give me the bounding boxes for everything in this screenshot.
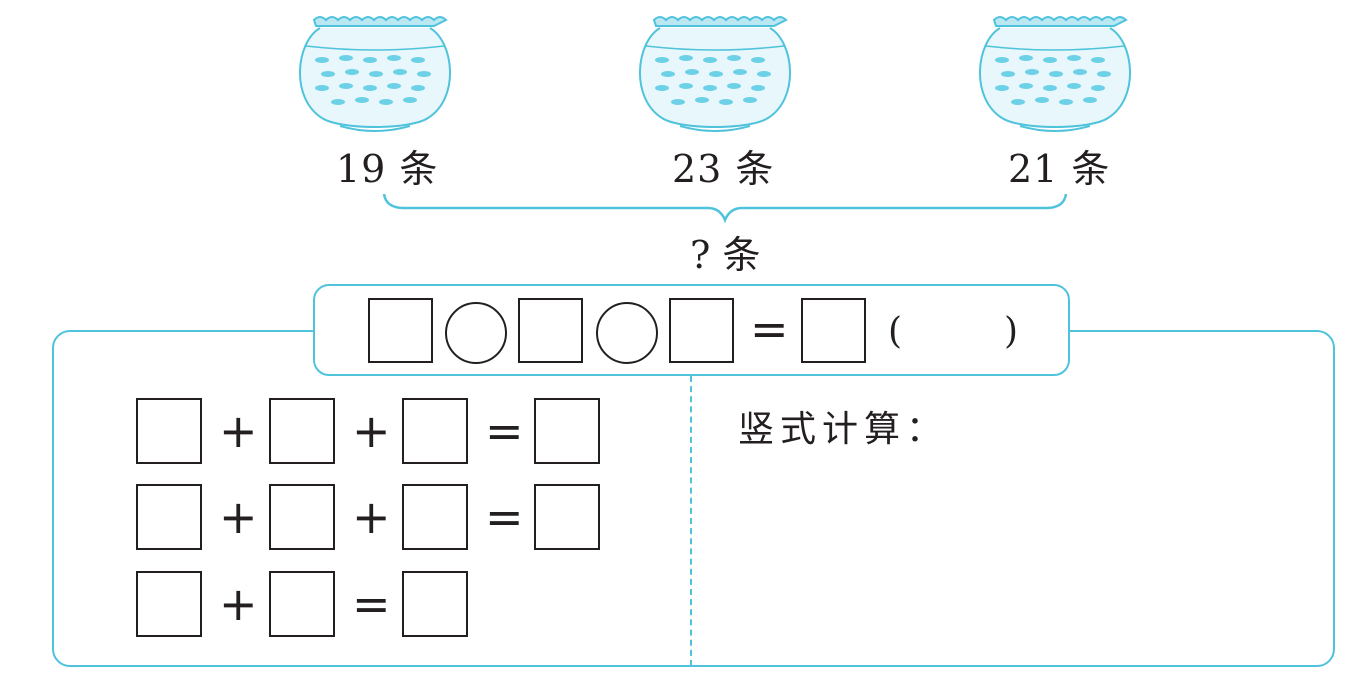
row1-op-1: + [219,404,258,458]
equation-blank-2[interactable] [518,298,583,363]
row2-blank-3[interactable] [402,484,468,550]
sum-brace [380,188,1070,228]
row3-blank-2[interactable] [269,571,335,637]
unit-paren-close: ) [1004,311,1019,352]
fish-bowl-icon [979,16,1131,132]
fish-bowl-2 [632,12,798,134]
row3-result-blank[interactable] [402,571,468,637]
operator-circle-2[interactable] [596,302,658,364]
row1-blank-2[interactable] [269,398,335,464]
vertical-calc-label: 竖式计算： [738,409,949,450]
row2-blank-1[interactable] [136,484,202,550]
row1-result-blank[interactable] [534,398,600,464]
total-question-label: ? 条 [690,233,761,277]
row2-op-2: + [352,490,391,544]
row1-op-2: + [352,404,391,458]
row3-op-1: + [219,577,258,631]
equals-sign: = [750,302,789,356]
row2-result-blank[interactable] [534,484,600,550]
row3-blank-1[interactable] [136,571,202,637]
unit-answer-space[interactable] [912,306,1000,356]
equation-result-blank[interactable] [801,298,866,363]
operator-circle-1[interactable] [445,302,507,364]
bowl-1-count: 19 条 [336,147,439,191]
row2-op-1: + [219,490,258,544]
fish-bowl-1 [292,12,458,134]
bowl-2-count: 23 条 [672,147,775,191]
panel-divider [690,376,692,666]
row3-op-2: = [352,577,391,631]
equation-blank-3[interactable] [669,298,734,363]
vertical-calc-area[interactable] [700,450,1320,655]
row2-blank-2[interactable] [269,484,335,550]
row1-op-3: = [485,404,524,458]
brace-icon [382,193,1068,224]
fish-bowl-3 [972,12,1138,134]
unit-paren-open: ( [888,311,903,352]
bowl-3-count: 21 条 [1008,147,1111,191]
equation-blank-1[interactable] [368,298,433,363]
fish-bowl-icon [299,16,451,132]
row1-blank-3[interactable] [402,398,468,464]
row2-op-3: = [485,490,524,544]
fish-bowl-icon [639,16,791,132]
row1-blank-1[interactable] [136,398,202,464]
